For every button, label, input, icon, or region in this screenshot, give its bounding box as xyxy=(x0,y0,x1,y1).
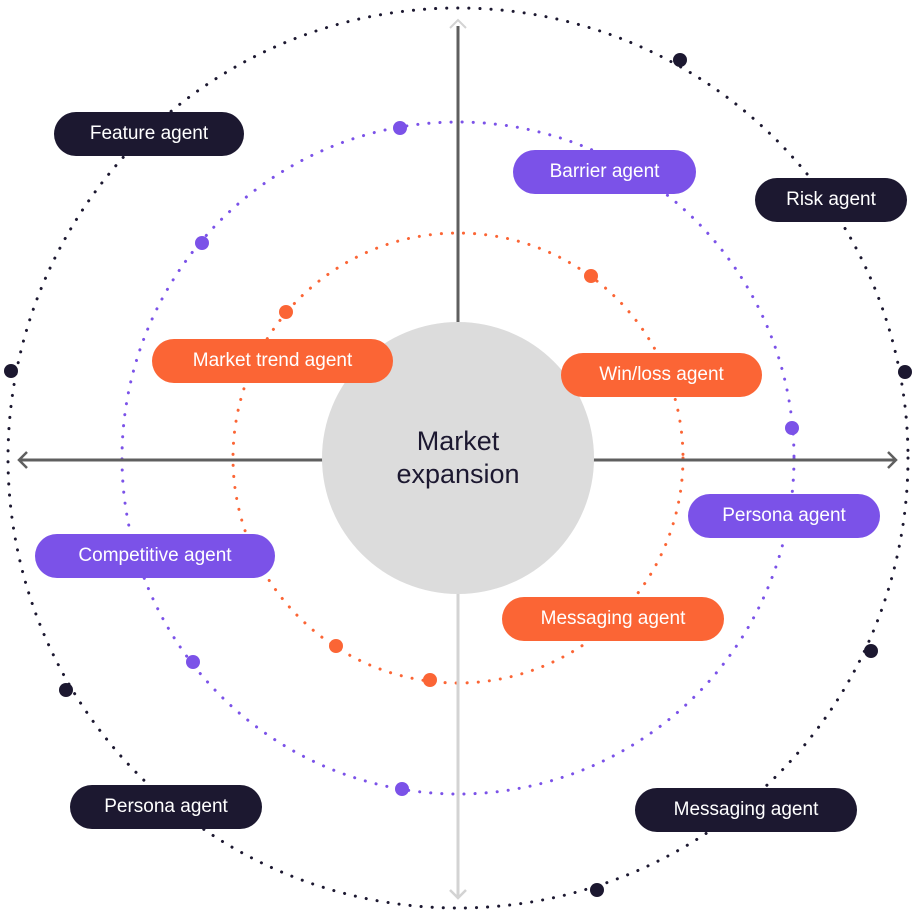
agent-pill-persona-middle: Persona agent xyxy=(688,494,880,538)
agent-pill-messaging-inner: Messaging agent xyxy=(502,597,724,641)
outer-node xyxy=(898,365,912,379)
inner-ring xyxy=(231,231,685,685)
inner-node xyxy=(329,639,343,653)
inner-node xyxy=(584,269,598,283)
center-title-line2: expansion xyxy=(396,459,520,489)
center-hub xyxy=(322,322,594,594)
center-title: Market expansion xyxy=(360,425,556,491)
agent-pill-risk: Risk agent xyxy=(755,178,907,222)
agent-pill-barrier: Barrier agent xyxy=(513,150,696,194)
inner-node xyxy=(279,305,293,319)
outer-node xyxy=(864,644,878,658)
middle-node xyxy=(195,236,209,250)
axis-right-arrowhead xyxy=(887,451,898,469)
agent-pill-persona-outer: Persona agent xyxy=(70,785,262,829)
outer-node xyxy=(59,683,73,697)
inner-node xyxy=(423,673,437,687)
middle-node xyxy=(186,655,200,669)
outer-node xyxy=(4,364,18,378)
axis-down-arrowhead xyxy=(449,889,467,900)
outer-node xyxy=(673,53,687,67)
middle-node xyxy=(395,782,409,796)
outer-ring xyxy=(6,6,910,910)
outer-node xyxy=(590,883,604,897)
agent-pill-messaging-outer: Messaging agent xyxy=(635,788,857,832)
middle-node xyxy=(393,121,407,135)
agent-pill-market-trend: Market trend agent xyxy=(152,339,393,383)
agent-pill-competitive: Competitive agent xyxy=(35,534,275,578)
agent-pill-win-loss: Win/loss agent xyxy=(561,353,762,397)
middle-node xyxy=(785,421,799,435)
center-title-line1: Market xyxy=(416,426,500,456)
agent-pill-feature: Feature agent xyxy=(54,112,244,156)
axis-left-arrowhead xyxy=(17,451,28,469)
middle-ring xyxy=(120,120,796,796)
axis-up-arrowhead xyxy=(449,18,467,29)
